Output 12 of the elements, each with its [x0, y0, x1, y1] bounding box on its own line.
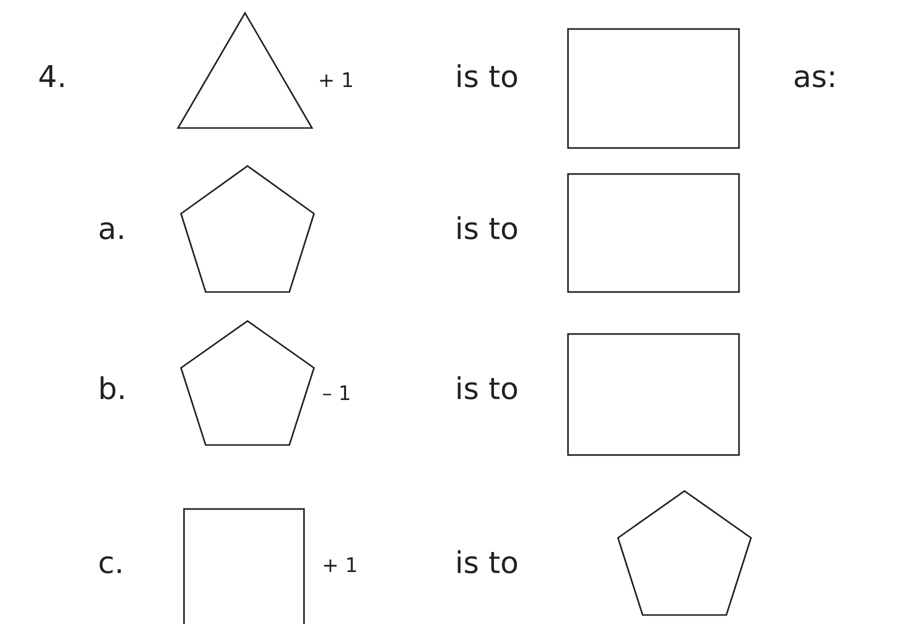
relation-text: is to: [455, 212, 519, 248]
option-letter: c.: [98, 546, 124, 582]
relation-text: is to: [455, 372, 519, 408]
question-number: 4.: [38, 60, 67, 96]
relation-text: is to: [455, 60, 519, 96]
relation-text: as:: [793, 60, 838, 96]
operation-label: – 1: [322, 381, 352, 405]
relation-text: is to: [455, 546, 519, 582]
operation-label: + 1: [322, 553, 358, 577]
option-letter: b.: [98, 372, 127, 408]
option-letter: a.: [98, 212, 126, 248]
operation-label: + 1: [318, 68, 354, 92]
